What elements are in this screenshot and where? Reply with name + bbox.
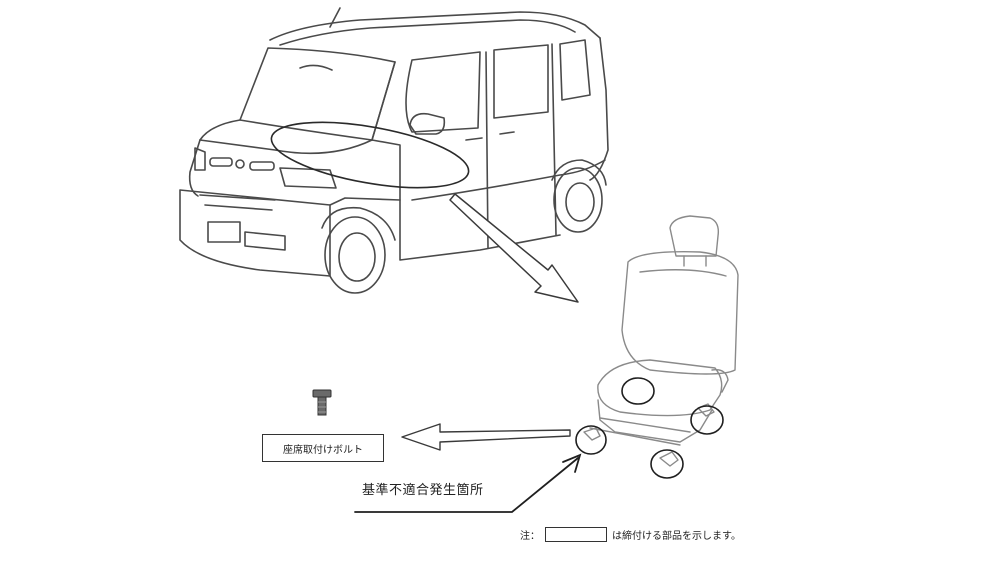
rear-wheel-arch [551,159,607,186]
rear-window [559,39,591,101]
grille-right [249,161,275,171]
door-handle-front [465,137,483,141]
bolt-icon [312,389,332,416]
defect-pointer [354,453,582,513]
antenna [329,7,341,28]
hood [199,119,373,155]
roof-rail [279,19,576,46]
emblem [235,159,245,169]
grille-left [209,157,233,167]
note-legend-box [545,526,607,542]
character-line [411,159,606,201]
front-door-window [405,51,481,133]
bumper-line-2 [204,204,273,211]
defect-location-label: 基準不適合発生箇所 [362,483,484,498]
bolt-head [312,389,332,398]
door-gap-1 [485,51,489,249]
rear-mirror [299,64,333,71]
marker-cushion [621,377,655,405]
license-plate [207,221,241,243]
bolt-location-markers [575,377,724,479]
seat-bracket-front-right [659,451,679,467]
side-mirror [409,112,446,135]
arrow-seat-to-bolt-label [401,423,571,451]
legend-note: 注： は締付ける部品を示します。 [520,524,741,544]
sliding-door-window [493,44,549,119]
arrow-van-to-seat [449,193,579,303]
note-suffix: は締付ける部品を示します。 [612,530,741,542]
backrest-contour [639,269,727,277]
defect-pointer-head [562,453,582,473]
door-gap-2 [551,43,557,236]
rear-wheel-hub [565,182,595,222]
van-illustration [179,7,609,294]
bolt-label-text: 座席取付けボルト [283,444,363,456]
lower-grille [244,231,286,251]
fender-line [329,197,401,206]
van-roof [269,11,601,41]
arrow-shape-left [401,423,571,451]
front-left-edge [188,139,201,197]
front-wheel-hub [338,232,376,282]
marker-rear-right [690,405,724,435]
rear-wheel [553,167,603,233]
highlight-ellipse-seat-area [270,121,470,189]
door-handle-rear [499,131,515,135]
bolt-label: 座席取付けボルト [262,434,384,462]
right-headlight [279,167,337,189]
seat-headrest [669,215,720,257]
seat-bracket-front-left [583,427,601,441]
seat-rail-rear [599,417,691,433]
note-prefix: 注： [520,530,540,542]
seat-cushion [597,359,723,417]
left-headlight [194,147,206,171]
seat-illustration [583,215,739,467]
defect-pointer-line [354,457,579,513]
rear-body [589,37,609,181]
recliner-lever [711,369,729,393]
front-wheel-arch [321,206,396,241]
seat-frame [597,399,713,443]
bumper-line-1 [199,194,276,201]
seat-rail-front [589,427,681,446]
bolt-shank [317,396,327,416]
front-wheel [324,216,386,294]
marker-front-right [650,449,684,479]
marker-front-left [575,425,607,455]
arrow-shape [449,193,579,303]
